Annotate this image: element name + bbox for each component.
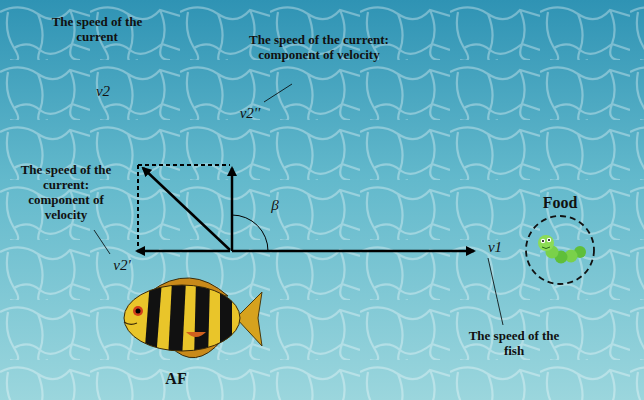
fish-speed-label: The speed of the fish — [466, 328, 562, 358]
food-worm — [526, 216, 594, 284]
vector-symbol: v1 — [480, 238, 510, 256]
angle-symbol: β — [264, 196, 286, 214]
component-label: The speed of the current: component of v… — [12, 162, 120, 222]
vector-symbol: v2' — [104, 256, 140, 274]
fish-illustration — [124, 278, 262, 360]
velocity-vectors — [137, 165, 474, 251]
component-label: The speed of the current: component of v… — [245, 32, 393, 62]
vector-symbol: v2 — [86, 82, 120, 100]
vector-symbol: v2'' — [230, 104, 270, 122]
food-label: Food — [526, 194, 594, 212]
fish-name-label: AF — [146, 370, 206, 388]
current-speed-label: The speed of the current — [48, 14, 146, 44]
